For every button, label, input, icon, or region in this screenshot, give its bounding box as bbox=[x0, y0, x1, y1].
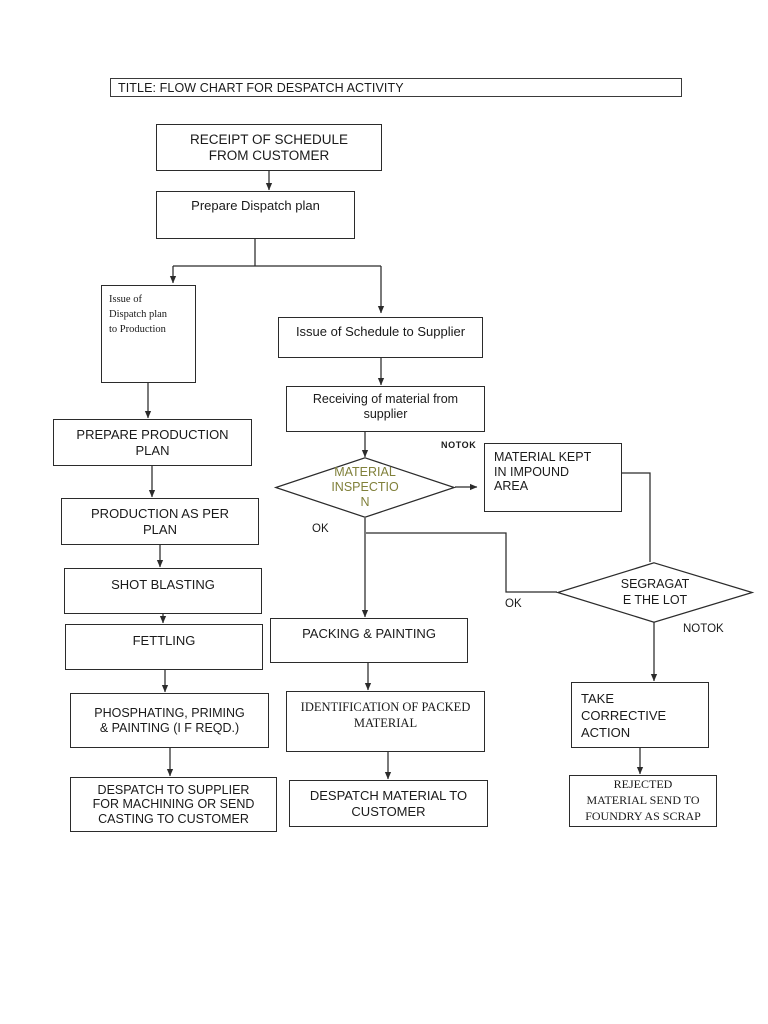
page-title-text: TITLE: FLOW CHART FOR DESPATCH ACTIVITY bbox=[118, 80, 404, 95]
node-label: MATERIAL KEPT IN IMPOUND AREA bbox=[494, 450, 592, 493]
edge-label-segregate-ok: OK bbox=[505, 598, 522, 610]
edge-label-text: OK bbox=[505, 598, 522, 610]
node-receipt-of-schedule: RECEIPT OF SCHEDULE FROM CUSTOMER bbox=[156, 124, 382, 171]
node-label: Receiving of material from supplier bbox=[312, 392, 459, 421]
edge-label-text: OK bbox=[312, 523, 329, 535]
node-prepare-production-plan: PREPARE PRODUCTION PLAN bbox=[53, 419, 252, 466]
node-material-kept-in-impound-area: MATERIAL KEPT IN IMPOUND AREA bbox=[484, 443, 622, 512]
node-label: PREPARE PRODUCTION PLAN bbox=[76, 427, 229, 458]
node-label: RECEIPT OF SCHEDULE FROM CUSTOMER bbox=[189, 131, 349, 163]
edge-label-inspection-notok: NOTOK bbox=[441, 440, 476, 450]
node-shot-blasting: SHOT BLASTING bbox=[64, 568, 262, 614]
node-packing-and-painting: PACKING & PAINTING bbox=[270, 618, 468, 663]
node-label: SHOT BLASTING bbox=[111, 577, 215, 592]
node-label: Prepare Dispatch plan bbox=[191, 198, 320, 213]
edge-label-inspection-ok: OK bbox=[312, 523, 329, 535]
node-despatch-material-to-customer: DESPATCH MATERIAL TO CUSTOMER bbox=[289, 780, 488, 827]
node-despatch-to-supplier: DESPATCH TO SUPPLIER FOR MACHINING OR SE… bbox=[70, 777, 277, 832]
node-rejected-material-to-foundry: REJECTED MATERIAL SEND TO FOUNDRY AS SCR… bbox=[569, 775, 717, 827]
edge-label-text: NOTOK bbox=[441, 440, 477, 450]
node-identification-of-packed-material: IDENTIFICATION OF PACKED MATERIAL bbox=[286, 691, 485, 752]
node-label: PACKING & PAINTING bbox=[302, 626, 436, 641]
node-label: FETTLING bbox=[132, 633, 196, 648]
decision-material-inspection: MATERIAL INSPECTIO N bbox=[273, 457, 457, 518]
edge-label-segregate-notok: NOTOK bbox=[683, 623, 724, 635]
node-label: Issue of Schedule to Supplier bbox=[295, 324, 466, 339]
edge-label-text: NOTOK bbox=[683, 623, 724, 635]
node-label: DESPATCH MATERIAL TO CUSTOMER bbox=[309, 788, 468, 819]
decision-segregate-the-lot: SEGRAGAT E THE LOT bbox=[555, 562, 755, 623]
node-prepare-dispatch-plan: Prepare Dispatch plan bbox=[156, 191, 355, 239]
node-receiving-of-material: Receiving of material from supplier bbox=[286, 386, 485, 432]
diamond-outline bbox=[273, 457, 457, 518]
node-label: DESPATCH TO SUPPLIER FOR MACHINING OR SE… bbox=[92, 782, 255, 826]
node-label: TAKE CORRECTIVE ACTION bbox=[581, 691, 667, 741]
node-label: PRODUCTION AS PER PLAN bbox=[91, 506, 229, 537]
node-phosphating-priming-painting: PHOSPHATING, PRIMING & PAINTING (I F REQ… bbox=[70, 693, 269, 748]
node-label: IDENTIFICATION OF PACKED MATERIAL bbox=[300, 700, 471, 731]
page-title: TITLE: FLOW CHART FOR DESPATCH ACTIVITY bbox=[110, 78, 682, 97]
node-label: PHOSPHATING, PRIMING & PAINTING (I F REQ… bbox=[94, 706, 245, 735]
node-issue-schedule-to-supplier: Issue of Schedule to Supplier bbox=[278, 317, 483, 358]
node-fettling: FETTLING bbox=[65, 624, 263, 670]
node-take-corrective-action: TAKE CORRECTIVE ACTION bbox=[571, 682, 709, 748]
node-issue-dispatch-plan-to-production: Issue of Dispatch plan to Production bbox=[101, 285, 196, 383]
diamond-outline bbox=[555, 562, 755, 623]
node-label: Issue of Dispatch plan to Production bbox=[109, 294, 168, 335]
node-production-as-per-plan: PRODUCTION AS PER PLAN bbox=[61, 498, 259, 545]
node-label: REJECTED MATERIAL SEND TO FOUNDRY AS SCR… bbox=[585, 777, 701, 823]
